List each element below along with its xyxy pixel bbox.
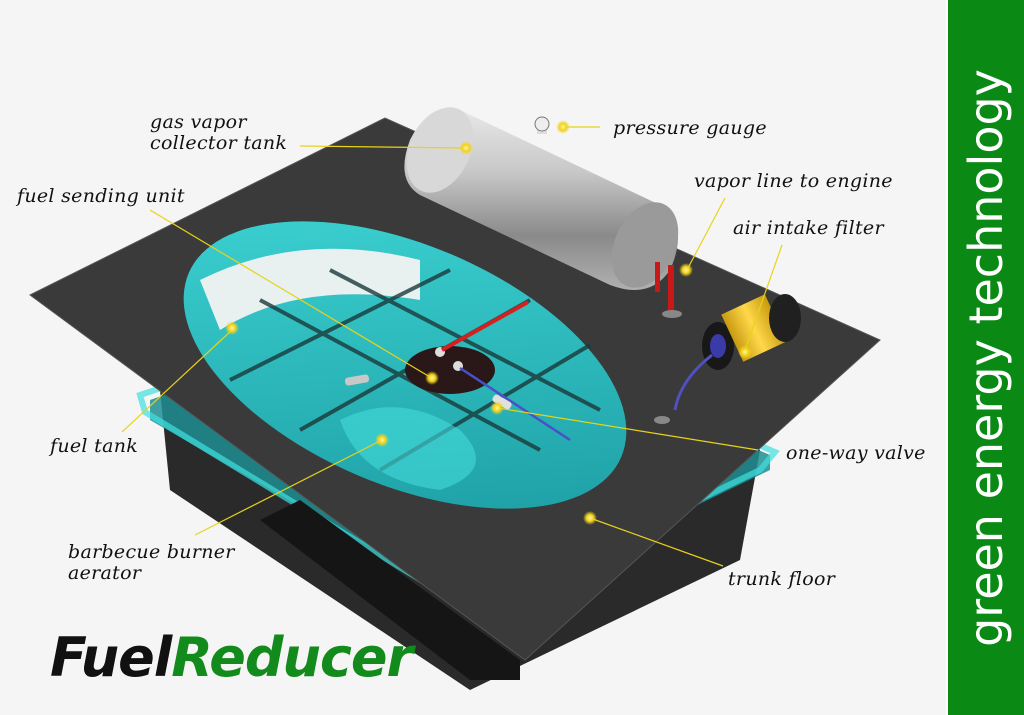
label-trunk-floor: trunk floor: [728, 568, 836, 590]
green-sidebar: green energy technology: [946, 0, 1024, 715]
label-line: gas vapor: [150, 111, 247, 133]
fuel-reducer-illustration: [29, 107, 881, 690]
label-fuel-sending-unit: fuel sending unit: [17, 185, 185, 207]
label-fuel-tank: fuel tank: [50, 435, 139, 457]
diagram-canvas: gas vapor collector tank pressure gauge …: [17, 107, 926, 690]
vapor-collector-tank: [404, 107, 682, 318]
label-gas-vapor-collector-tank: gas vapor collector tank: [150, 112, 287, 154]
label-vapor-line-to-engine: vapor line to engine: [694, 170, 893, 192]
label-line: barbecue burner: [68, 541, 235, 563]
logo-word-fuel: Fuel: [50, 626, 172, 689]
label-pressure-gauge: pressure gauge: [613, 117, 767, 139]
sidebar-tagline: green energy technology: [959, 68, 1013, 647]
sending-unit: [344, 300, 571, 442]
label-barbecue-burner-aerator: barbecue burner aerator: [68, 542, 235, 584]
fuel-reducer-logo: FuelReducer: [50, 626, 413, 689]
label-line: aerator: [68, 562, 142, 584]
leader-lines: [121, 126, 783, 567]
callout-dots: [225, 120, 752, 525]
label-line: collector tank: [150, 132, 288, 154]
label-air-intake-filter: air intake filter: [733, 217, 884, 239]
air-filter: [654, 294, 801, 424]
logo-word-reducer: Reducer: [171, 626, 413, 689]
label-one-way-valve: one-way valve: [786, 442, 926, 464]
